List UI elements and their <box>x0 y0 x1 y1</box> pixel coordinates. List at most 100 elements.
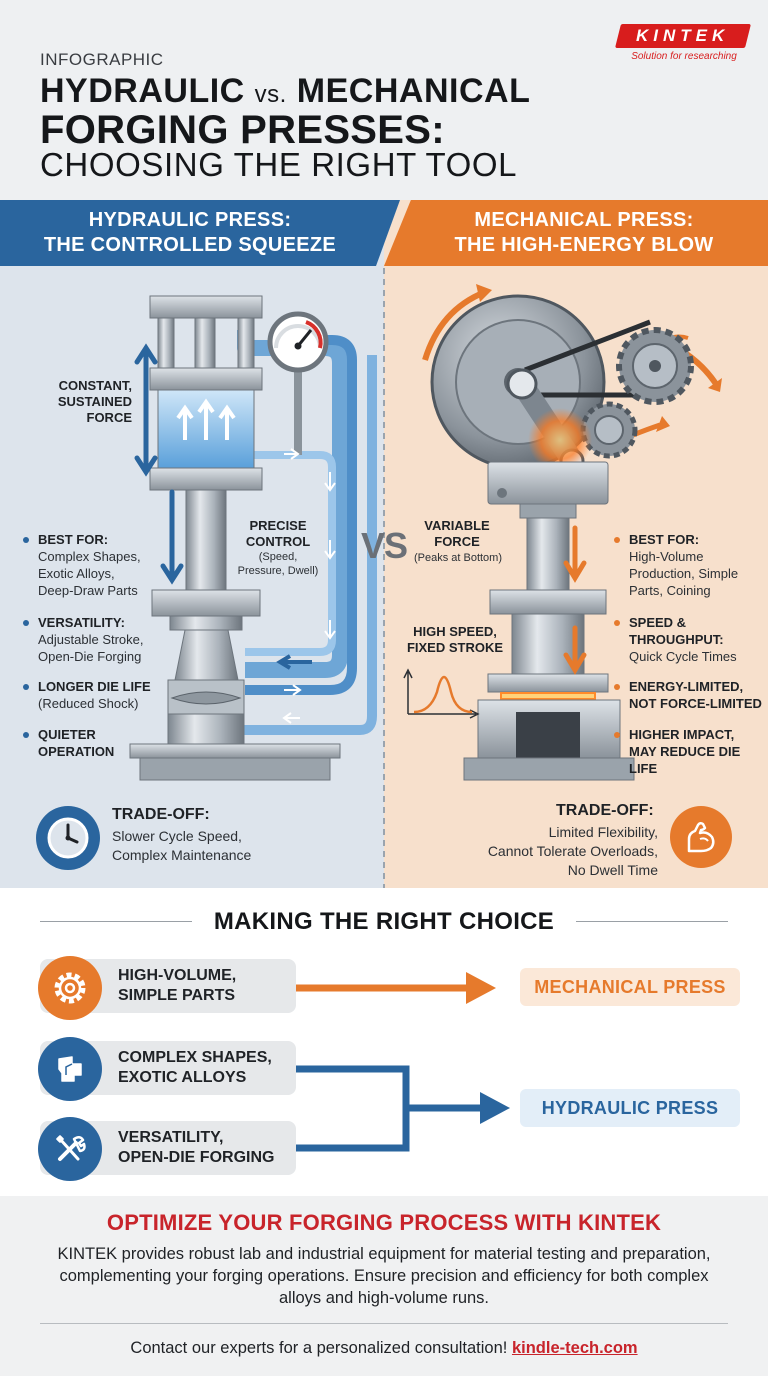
mechanical-tradeoff-text: Limited Flexibility, Cannot Tolerate Ove… <box>472 823 658 880</box>
logo-wordmark: KINTEK <box>636 26 730 45</box>
tradeoff-line: Complex Maintenance <box>112 847 252 863</box>
mechanical-force-label: VARIABLE FORCE <box>412 518 502 550</box>
bullet-title: LONGER DIE LIFE <box>38 679 151 694</box>
mechanical-bullet-energy: ENERGY-LIMITED, NOT FORCE-LIMITED <box>629 678 765 712</box>
bullet-title-cont: MAY REDUCE DIE LIFE <box>629 744 741 776</box>
bullet-title: BEST FOR: <box>38 532 109 547</box>
bullet-text: Exotic Alloys, <box>38 566 115 581</box>
bullet-dot <box>614 537 620 543</box>
title-vs: vs. <box>254 81 287 108</box>
bullet-text: Production, Simple <box>629 566 739 581</box>
hydraulic-press-illustration <box>129 295 377 781</box>
control-sub-line2: Pressure, Dwell) <box>237 565 319 577</box>
bullet-title: SPEED & <box>629 615 687 630</box>
mechanical-heading: MECHANICAL PRESS: THE HIGH-ENERGY BLOW <box>414 208 754 258</box>
mechanical-tradeoff-title: TRADE-OFF: <box>556 802 654 819</box>
cta-body: KINTEK provides robust lab and industria… <box>57 1245 711 1307</box>
flexed-arm-icon-graphic <box>687 821 715 853</box>
title-hydraulic: HYDRAULIC <box>40 72 245 110</box>
bullet-text: Complex Shapes, <box>38 549 141 564</box>
hydraulic-bullet-versatility: VERSATILITY: Adjustable Stroke, Open-Die… <box>38 614 188 665</box>
bullet-text: Deep-Draw Parts <box>38 583 138 598</box>
title-mechanical: MECHANICAL <box>296 72 531 110</box>
bullet-text: High-Volume <box>629 549 704 564</box>
logo-tagline: Solution for researching <box>631 51 737 62</box>
flexed-arm-icon <box>670 806 732 868</box>
choice-row-label-line1: VERSATILITY, <box>118 1129 224 1146</box>
mechanical-heading-band <box>384 200 768 266</box>
website-link[interactable]: kindle-tech.com <box>511 1339 638 1357</box>
mechanical-press-illustration <box>403 284 722 781</box>
page-title-line1: HYDRAULIC vs. MECHANICAL <box>40 72 530 111</box>
cta-divider <box>40 1323 728 1324</box>
forged-part-icon-graphic <box>58 1056 82 1082</box>
control-label-line2: CONTROL <box>245 534 311 549</box>
hydraulic-heading-line1: HYDRAULIC PRESS: <box>88 209 292 231</box>
clock-icon <box>36 806 100 870</box>
bullet-title: BEST FOR: <box>629 532 700 547</box>
cta-title: OPTIMIZE YOUR FORGING PROCESS WITH KINTE… <box>106 1210 662 1235</box>
choice-row-label-line1: HIGH-VOLUME, <box>118 967 237 984</box>
bullet-text: Parts, Coining <box>629 583 711 598</box>
header-kicker: INFOGRAPHIC <box>40 50 164 69</box>
cta-section <box>0 1196 768 1376</box>
bullet-text: Quick Cycle Times <box>629 649 737 664</box>
logo-badge: KINTEK <box>615 24 751 48</box>
bullet-text: (Reduced Shock) <box>38 696 139 711</box>
hydraulic-control-label: PRECISE CONTROL <box>236 518 320 550</box>
bullet-text: Adjustable Stroke, <box>38 632 144 647</box>
bullet-dot <box>23 620 29 626</box>
bullet-title-cont: OPERATION <box>38 744 115 759</box>
bullet-text: Open-Die Forging <box>38 649 142 664</box>
bullet-title-cont: NOT FORCE-LIMITED <box>629 696 762 711</box>
tradeoff-line: Cannot Tolerate Overloads, <box>487 843 658 859</box>
hydraulic-heading-line2: THE CONTROLLED SQUEEZE <box>43 234 337 256</box>
speed-label-line1: HIGH SPEED, <box>413 624 497 639</box>
hydraulic-control-sub: (Speed, Pressure, Dwell) <box>226 550 330 578</box>
wrench-screwdriver-icon <box>38 1117 102 1181</box>
bullet-dot <box>614 732 620 738</box>
tradeoff-line: Limited Flexibility, <box>548 824 658 840</box>
clock-icon-graphic <box>47 817 89 859</box>
hydraulic-tradeoff-text: Slower Cycle Speed, Complex Maintenance <box>112 827 312 865</box>
page-title-line2: FORGING PRESSES: <box>40 108 445 152</box>
hydraulic-force-label: CONSTANT, SUSTAINED FORCE <box>40 378 132 426</box>
hydraulic-bullet-die-life: LONGER DIE LIFE (Reduced Shock) <box>38 678 188 712</box>
bullet-title: HIGHER IMPACT, <box>629 727 735 742</box>
bullet-title: VERSATILITY: <box>38 615 125 630</box>
kintek-logo[interactable]: KINTEK Solution for researching <box>615 24 751 62</box>
force-label-line3: FORCE <box>86 410 133 425</box>
press-illustrations <box>129 284 722 781</box>
hydraulic-heading-band <box>0 200 400 266</box>
bullet-dot <box>23 537 29 543</box>
result-mechanical-press: MECHANICAL PRESS <box>520 968 740 1006</box>
bullet-title-cont: THROUGHPUT: <box>629 632 724 647</box>
bullet-title: QUIETER <box>38 727 96 742</box>
control-sub-line1: (Speed, <box>258 551 298 563</box>
hydraulic-heading: HYDRAULIC PRESS: THE CONTROLLED SQUEEZE <box>20 208 360 258</box>
mechanical-bullet-impact: HIGHER IMPACT, MAY REDUCE DIE LIFE <box>629 726 765 777</box>
mechanical-force-sub: (Peaks at Bottom) <box>413 552 503 564</box>
force-label-line1: CONSTANT, <box>58 378 132 393</box>
gear-icon <box>38 956 102 1020</box>
choice-row-label-line2: SIMPLE PARTS <box>118 987 236 1004</box>
tradeoff-line: No Dwell Time <box>567 862 658 878</box>
choice-row-label-line1: COMPLEX SHAPES, <box>118 1049 272 1066</box>
wrench-screwdriver-icon-graphic <box>56 1135 86 1161</box>
page-subtitle: CHOOSING THE RIGHT TOOL <box>40 146 518 183</box>
title-rule-left <box>40 921 192 922</box>
mechanical-bullet-speed: SPEED & THROUGHPUT: Quick Cycle Times <box>629 614 765 665</box>
bullet-dot <box>614 620 620 626</box>
hydraulic-bullet-best-for: BEST FOR: Complex Shapes, Exotic Alloys,… <box>38 531 188 599</box>
panel-divider <box>383 268 385 888</box>
hydraulic-bullet-quieter: QUIETER OPERATION <box>38 726 188 760</box>
bullet-title: ENERGY-LIMITED, <box>629 679 744 694</box>
choice-title: MAKING THE RIGHT CHOICE <box>213 908 555 935</box>
force-label-line2: FORCE <box>434 534 480 549</box>
title-rule-right <box>576 921 728 922</box>
cta-contact-text: Contact our experts for a personalized c… <box>130 1339 508 1357</box>
vs-label: VS <box>360 525 408 566</box>
bullet-dot <box>614 684 620 690</box>
choice-connectors <box>296 972 510 1152</box>
mechanical-speed-label: HIGH SPEED, FIXED STROKE <box>400 624 510 656</box>
